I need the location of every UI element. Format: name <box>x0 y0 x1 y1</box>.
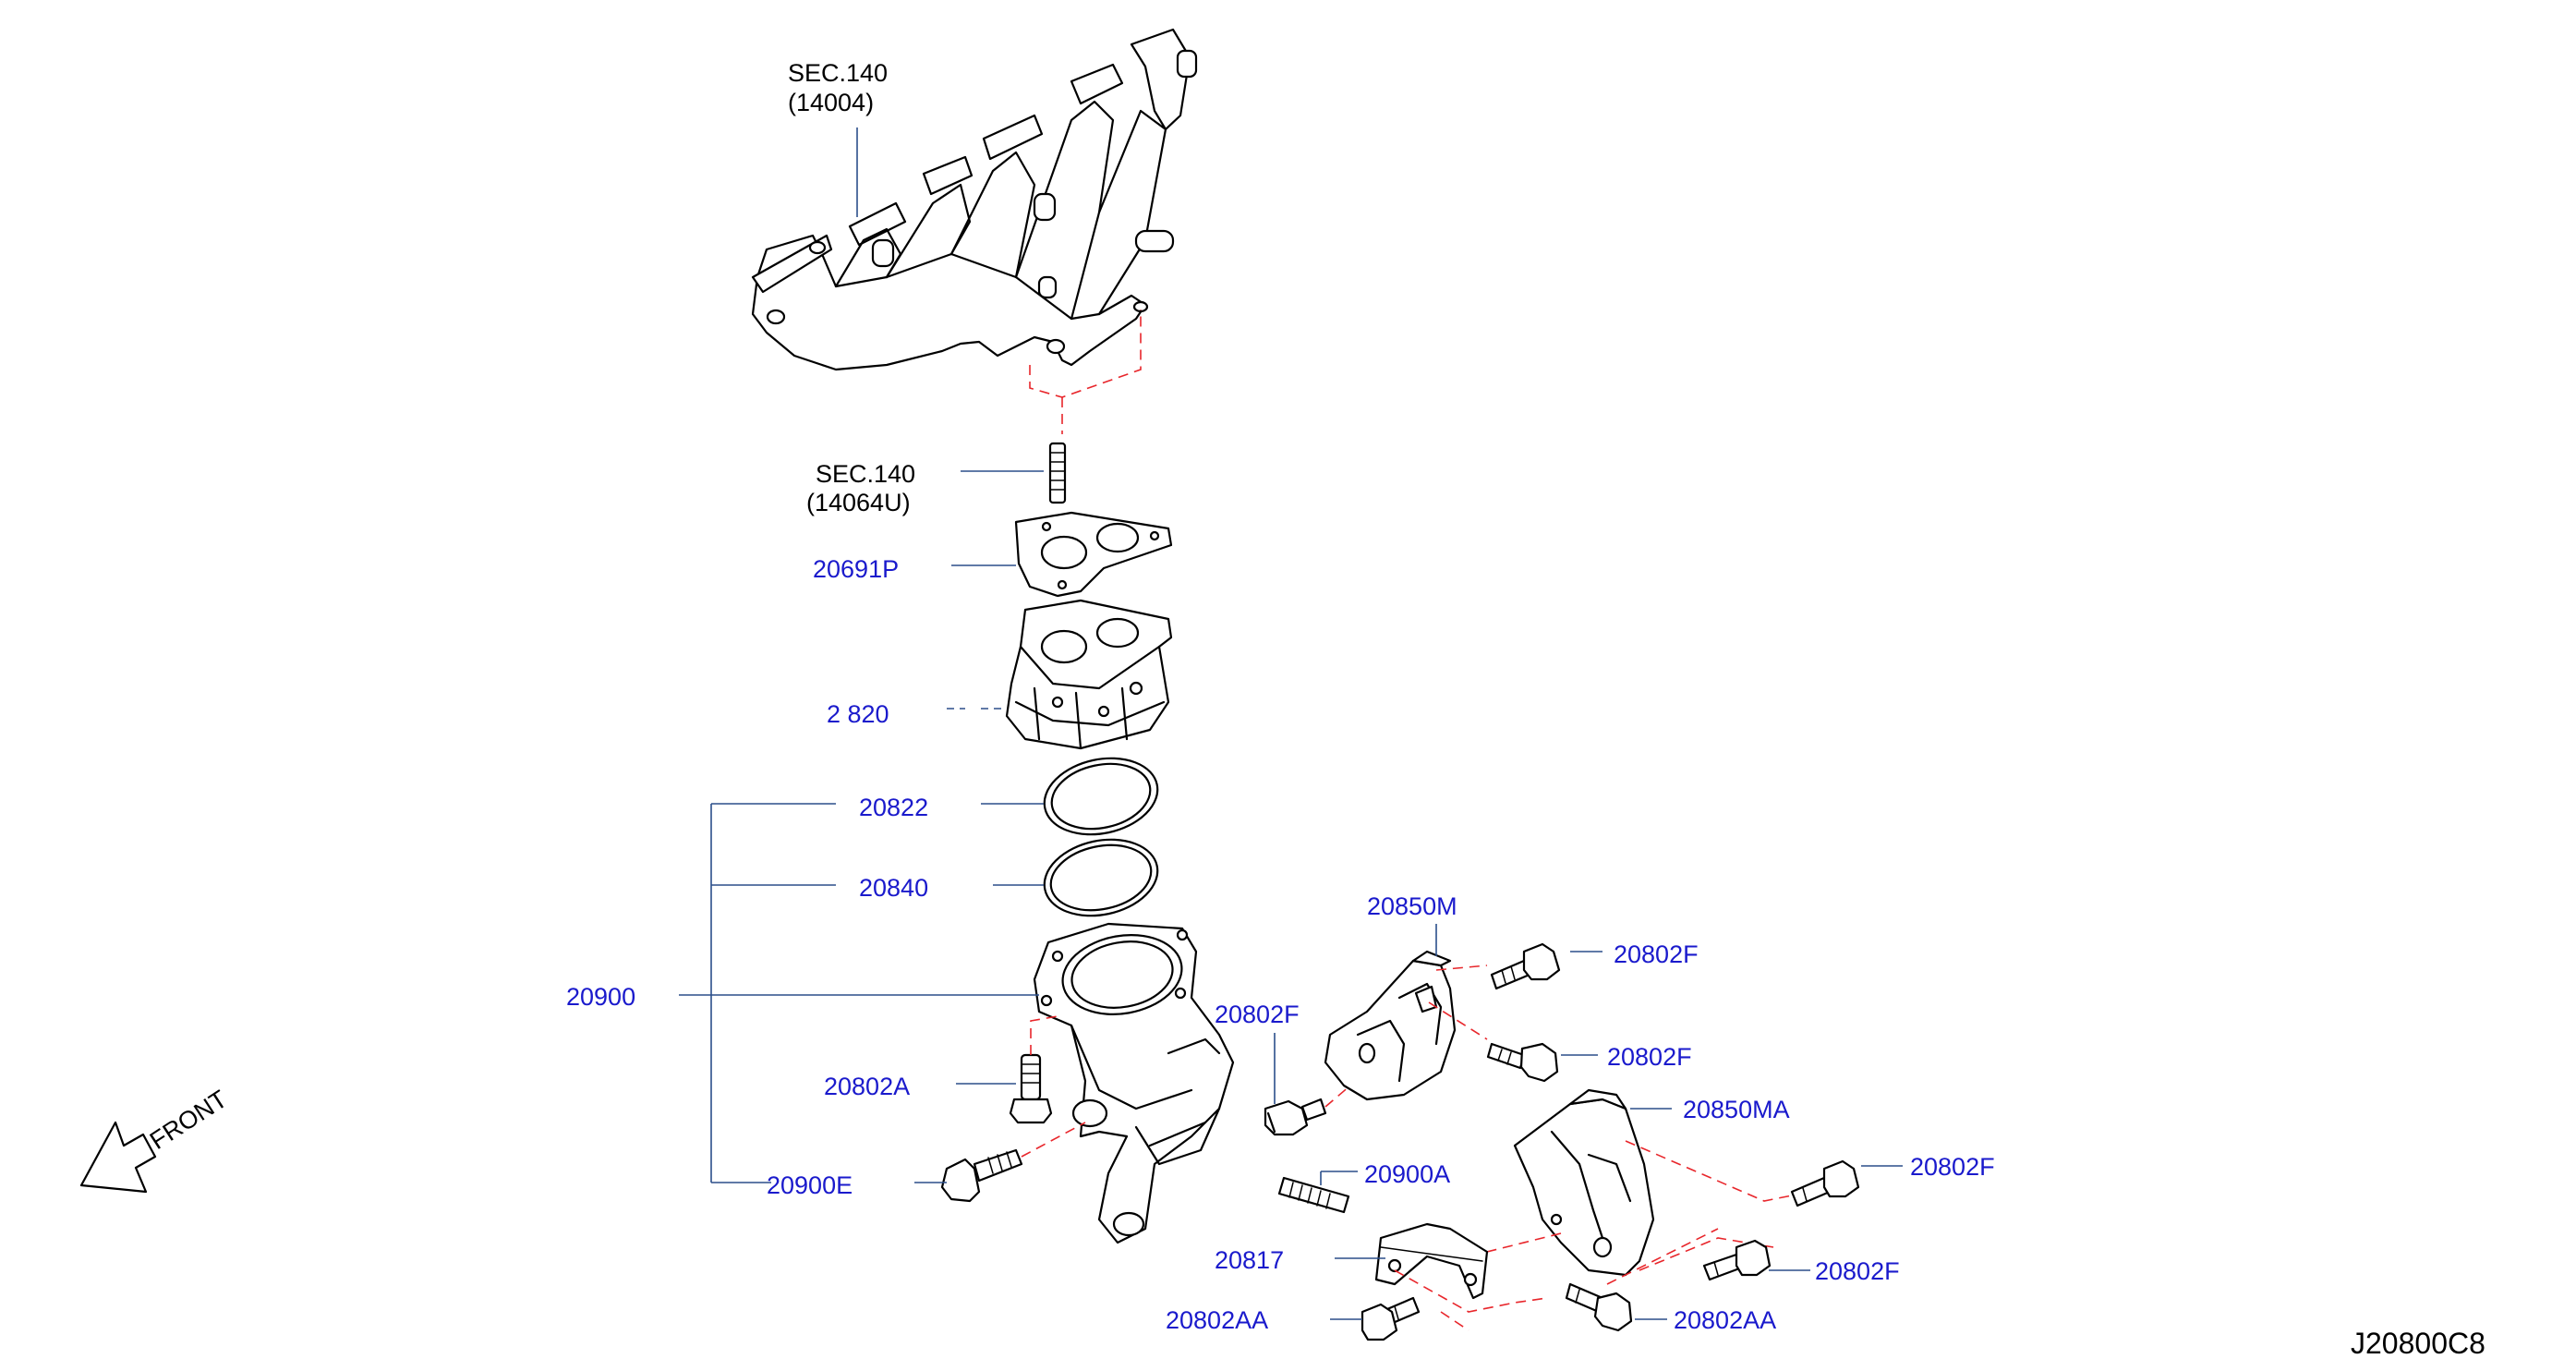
bolt-20900E[interactable] <box>940 1148 1023 1203</box>
diagram-code: J20800C8 <box>2351 1327 2485 1360</box>
label-20802F-3[interactable]: 20802F <box>1910 1153 1995 1181</box>
bolt-20802F-left[interactable] <box>1264 1098 1327 1136</box>
gasket-20691P[interactable] <box>1014 511 1173 598</box>
bolt-20802A[interactable] <box>1009 1053 1053 1124</box>
manifold-stud[interactable] <box>1048 442 1067 504</box>
label-2820[interactable]: 2 820 <box>827 700 889 728</box>
bolt-20802F-3[interactable] <box>1790 1159 1860 1207</box>
seal-ring-20822[interactable] <box>1037 748 1165 844</box>
heat-shield-20850MA[interactable] <box>1513 1088 1655 1277</box>
label-20802F-1[interactable]: 20802F <box>1614 940 1699 968</box>
label-20840[interactable]: 20840 <box>859 874 928 902</box>
catalyst-inlet-20820[interactable] <box>1005 599 1173 750</box>
label-20850MA[interactable]: 20850MA <box>1683 1096 1790 1123</box>
bolt-20802AA-1[interactable] <box>1361 1296 1421 1341</box>
label-sec140-stud[interactable]: SEC.140 <box>816 460 915 488</box>
label-sec140-manifold[interactable]: SEC.140 <box>788 59 888 87</box>
label-20817[interactable]: 20817 <box>1215 1246 1284 1274</box>
label-20802AA-2[interactable]: 20802AA <box>1674 1306 1776 1334</box>
label-20822[interactable]: 20822 <box>859 794 928 821</box>
bolt-20802F-2[interactable] <box>1486 1042 1559 1083</box>
bolt-20802AA-2[interactable] <box>1565 1282 1633 1332</box>
stud-20900A[interactable] <box>1277 1176 1350 1214</box>
label-20802F-left[interactable]: 20802F <box>1215 1001 1300 1028</box>
label-20900A[interactable]: 20900A <box>1364 1160 1450 1188</box>
bolt-20802F-1[interactable] <box>1490 942 1561 990</box>
label-20900[interactable]: 20900 <box>566 983 635 1011</box>
label-20802A[interactable]: 20802A <box>824 1073 910 1100</box>
exhaust-manifold[interactable] <box>751 28 1198 371</box>
heat-shield-20850M[interactable] <box>1324 950 1457 1101</box>
label-20691P[interactable]: 20691P <box>813 555 899 583</box>
label-sec140-manifold-part[interactable]: (14004) <box>788 89 874 116</box>
bracket-20817[interactable] <box>1374 1222 1489 1300</box>
leader-lines <box>679 127 1903 1320</box>
front-direction-arrow-icon <box>79 1121 157 1194</box>
label-20802F-2[interactable]: 20802F <box>1607 1043 1692 1071</box>
catalytic-converter-20900[interactable] <box>1033 922 1235 1244</box>
label-sec140-stud-part[interactable]: (14064U) <box>806 489 911 516</box>
label-20900E[interactable]: 20900E <box>767 1171 853 1199</box>
bolt-20802F-4[interactable] <box>1702 1239 1772 1281</box>
front-label: FRONT <box>145 1085 232 1155</box>
label-20850M[interactable]: 20850M <box>1367 892 1457 920</box>
label-20802F-4[interactable]: 20802F <box>1815 1257 1900 1285</box>
seal-ring-20840[interactable] <box>1037 830 1165 926</box>
label-20802AA-1[interactable]: 20802AA <box>1166 1306 1268 1334</box>
